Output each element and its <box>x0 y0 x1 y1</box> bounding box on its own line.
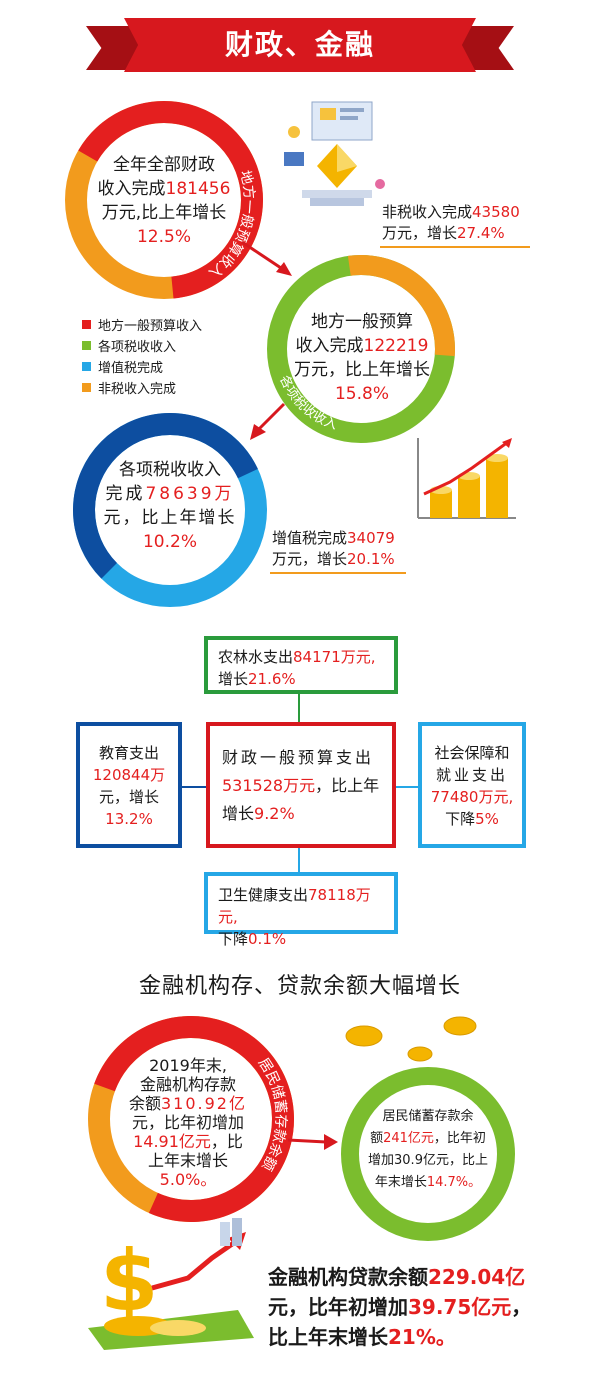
nontax-callout: 非税收入完成43580 万元，增长27.4% <box>382 203 520 242</box>
ring-local-budget: 各项税收收入 <box>267 255 455 443</box>
finance-illustration <box>284 101 385 206</box>
coin-chart-illustration <box>417 438 516 519</box>
arrow-ring1-ring2 <box>241 240 292 276</box>
ring-total-revenue: 地方一般预算收入 <box>64 101 263 300</box>
coins-illustration <box>345 1016 477 1062</box>
finance-heading: 金融机构存、贷款余额大幅增长 <box>138 974 461 999</box>
legend-item: 非税收入完成 <box>82 377 202 398</box>
connector-social <box>396 786 418 788</box>
header-banner: 财政、金融 <box>86 18 514 76</box>
vat-underline <box>270 572 406 574</box>
page-title: 财政、金融 <box>224 28 375 61</box>
nontax-underline <box>380 246 530 248</box>
svg-text:$: $ <box>100 1232 158 1330</box>
box-agriculture: 农林水支出84171万元, 增长21.6% <box>204 636 398 694</box>
ring3-text: 各项税收收入 完成78639万 元，比上年增长 10.2% <box>103 460 237 552</box>
connector-health <box>298 848 300 872</box>
box-education: 教育支出 120844万 元，增长 13.2% <box>76 722 182 848</box>
arrow-deposit-savings <box>287 1134 338 1150</box>
legend-item: 增值税完成 <box>82 356 202 377</box>
ring-tax-revenue <box>72 413 267 607</box>
ring-deposit: 居民储蓄存款余额 <box>88 1016 294 1222</box>
ring2-text: 地方一般预算 收入完成122219 万元，比上年增长 15.8% <box>294 312 430 404</box>
box-center-expenditure: 财政一般预算支出 531528万元，比上年 增长9.2% <box>206 722 396 848</box>
legend: 地方一般预算收入 各项税收收入 增值税完成 非税收入完成 <box>82 314 202 398</box>
box-social-security: 社会保障和 就业支出 77480万元, 下降5% <box>418 722 526 848</box>
connector-education <box>182 786 206 788</box>
vat-callout: 增值税完成34079 万元，增长20.1% <box>272 529 395 568</box>
arrow-ring2-ring3 <box>250 402 286 440</box>
ring1-text: 全年全部财政 收入完成181456 万元,比上年增长 12.5% <box>97 155 231 247</box>
connector-agri <box>298 694 300 722</box>
ring-savings <box>341 1067 515 1241</box>
money-illustration: $ <box>88 1218 254 1350</box>
box-health: 卫生健康支出78118万元, 下降0.1% <box>204 872 398 948</box>
savings-text: 居民储蓄存款余 额241亿元，比年初 增加30.9亿元，比上 年末增长14.7%… <box>368 1109 488 1190</box>
deposit-text: 2019年末, 金融机构存款 余额310.92亿 元，比年初增加 14.91亿元… <box>128 1056 247 1189</box>
loan-text: 金融机构贷款余额229.04亿 元，比年初增加39.75亿元， 比上年末增长21… <box>268 1265 532 1349</box>
legend-item: 地方一般预算收入 <box>82 314 202 335</box>
legend-item: 各项税收收入 <box>82 335 202 356</box>
